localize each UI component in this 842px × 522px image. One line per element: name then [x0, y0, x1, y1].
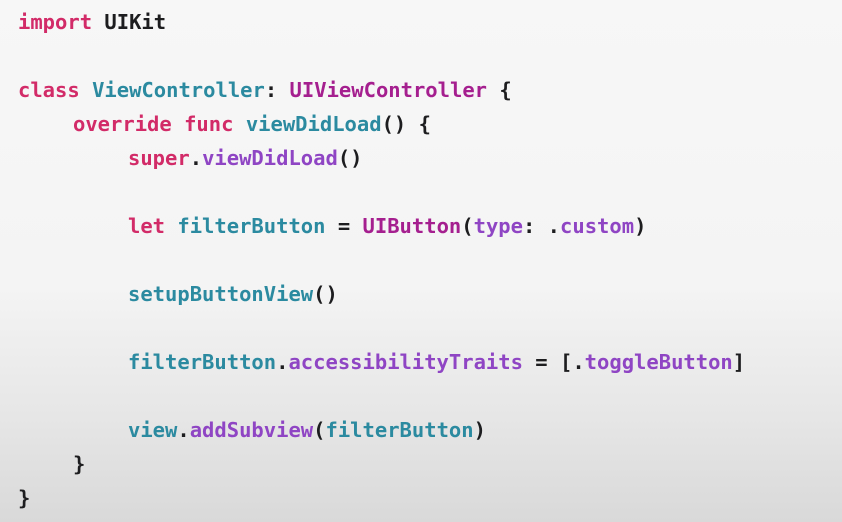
code-line-add-subview: view.addSubview(filterButton): [18, 413, 745, 447]
argument-name: filterButton: [325, 418, 474, 442]
equals-sign: =: [337, 214, 351, 238]
dot: .: [572, 350, 585, 374]
property-name: accessibilityTraits: [288, 350, 523, 374]
method-name: addSubview: [189, 418, 314, 442]
close-brace: }: [73, 452, 86, 476]
dot: .: [177, 418, 190, 442]
code-line-override-func: override func viewDidLoad() {: [18, 107, 745, 141]
keyword-super: super: [128, 146, 190, 170]
keyword-override: override: [73, 112, 172, 136]
function-name: viewDidLoad: [245, 112, 382, 136]
keyword-import: import: [18, 10, 93, 34]
code-line-accessibility-traits: filterButton.accessibilityTraits = [.tog…: [18, 345, 745, 379]
variable-name: view: [128, 418, 178, 442]
close-paren: ): [473, 418, 486, 442]
module-name: UIKit: [104, 10, 167, 34]
code-line-blank: [18, 243, 745, 277]
code-line-blank: [18, 379, 745, 413]
open-paren: (: [461, 214, 474, 238]
function-call-name: setupButtonView: [128, 282, 314, 306]
colon: :: [522, 214, 536, 238]
code-line-super-call: super.viewDidLoad(): [18, 141, 745, 175]
code-line-class-declaration: class ViewController: UIViewController {: [18, 73, 745, 107]
dot: .: [547, 214, 561, 238]
code-line-setup-call: setupButtonView(): [18, 277, 745, 311]
code-line-import: import UIKit: [18, 5, 745, 39]
type-name: UIButton: [362, 214, 462, 238]
code-line-close-class: }: [18, 481, 745, 515]
code-block: import UIKit class ViewController: UIVie…: [18, 5, 745, 515]
open-bracket: [: [559, 350, 573, 374]
params-and-brace: () {: [381, 112, 431, 136]
keyword-class: class: [18, 78, 80, 102]
assign-sign: =: [535, 350, 548, 374]
superclass-name: UIViewController: [289, 78, 488, 102]
enum-case: custom: [560, 214, 635, 238]
variable-name: filterButton: [128, 350, 277, 374]
argument-label: type: [473, 214, 523, 238]
code-line-blank: [18, 311, 745, 345]
close-paren: ): [634, 214, 647, 238]
class-name: ViewController: [92, 78, 265, 102]
dot: .: [189, 146, 203, 170]
open-brace: {: [499, 78, 512, 102]
code-line-let-filter-button: let filterButton = UIButton(type: .custo…: [18, 209, 745, 243]
colon: :: [264, 78, 278, 102]
code-line-blank: [18, 39, 745, 73]
variable-name: filterButton: [177, 214, 326, 238]
call-parens: (): [313, 282, 338, 306]
close-bracket: ]: [732, 350, 746, 374]
trait-value: toggleButton: [584, 350, 733, 374]
code-line-close-func: }: [18, 447, 745, 481]
super-method-name: viewDidLoad: [202, 146, 338, 170]
open-paren: (: [313, 418, 326, 442]
close-brace: }: [18, 486, 31, 510]
keyword-func: func: [184, 112, 234, 136]
keyword-let: let: [128, 214, 166, 238]
call-parens: (): [337, 146, 363, 170]
dot: .: [276, 350, 289, 374]
code-line-blank: [18, 175, 745, 209]
